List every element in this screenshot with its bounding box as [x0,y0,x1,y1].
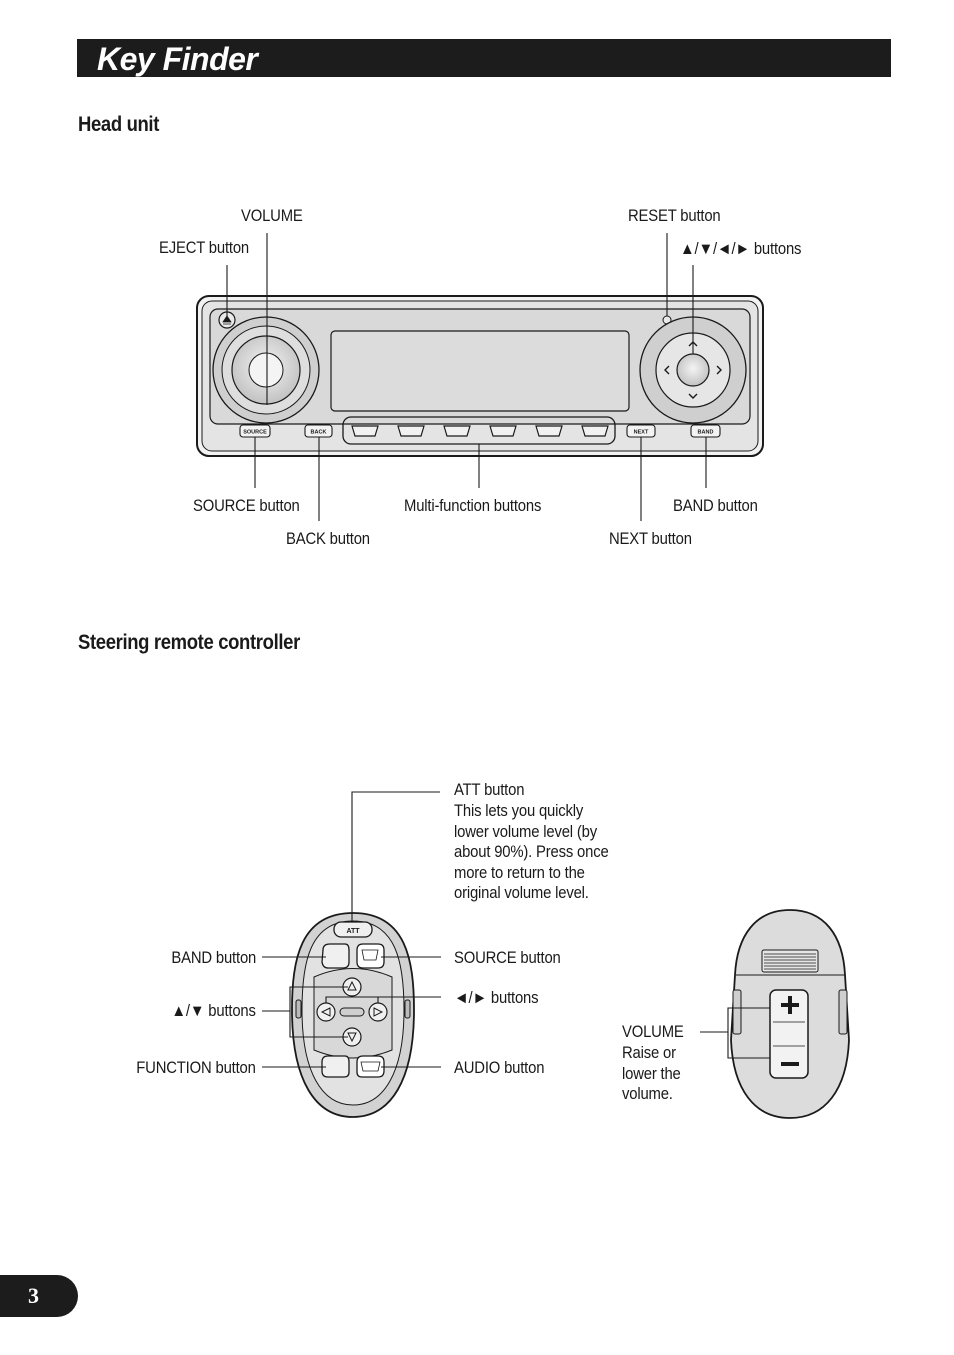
remote-down-button[interactable] [342,1027,362,1047]
remote-left-button[interactable] [316,1002,336,1022]
head-unit-illustration [196,295,764,457]
page-title: Key Finder [97,41,258,77]
multi-function-label: Multi-function buttons [404,497,542,515]
remote-audio-key[interactable] [356,1055,385,1078]
att-key-text: ATT [346,928,360,935]
att-key[interactable] [333,921,373,938]
next-label: NEXT button [609,530,692,548]
page-number-tab: 3 [0,1275,78,1317]
volume-label: VOLUME [241,207,303,225]
remote-leader-lines [262,791,441,1068]
band-label: BAND button [673,497,758,515]
arrows-label: ▲/▼/◄/► buttons [680,240,802,258]
back-key-text: BACK [311,430,327,436]
remote-volume-unit [700,909,850,1119]
band-key-text: BAND [698,430,714,436]
remote-source-key[interactable] [356,943,385,969]
volume-knob[interactable] [212,316,320,424]
head-unit-heading: Head unit [78,113,160,136]
volume-rocker[interactable] [769,989,809,1079]
page-title-bar: Key Finder [77,39,891,77]
leftright-label: ◄/► buttons [454,989,539,1007]
remote-function-key[interactable] [321,1055,350,1078]
updown-label: ▲/▼ buttons [171,1002,257,1020]
back-label: BACK button [286,530,370,548]
eject-button[interactable] [218,311,236,329]
page-number: 3 [28,1283,39,1308]
remote-volume-description: Raise or lower the volume. [622,1044,681,1104]
remote-heading: Steering remote controller [78,631,300,654]
multi-function-buttons[interactable] [351,425,609,437]
remote-band-key[interactable] [321,943,350,969]
reset-label: RESET button [628,207,721,225]
head-unit-leader-lines [226,233,707,521]
remote-right-button[interactable] [368,1002,388,1022]
att-description: This lets you quickly lower volume level… [454,802,609,903]
audio-label: AUDIO button [454,1059,545,1077]
steering-remote-illustration [291,912,415,1118]
remote-source-label: SOURCE button [454,949,561,967]
remote-band-label: BAND button [171,949,256,967]
function-label: FUNCTION button [136,1059,257,1077]
eject-label: EJECT button [159,239,250,257]
att-label: ATT button [454,781,525,799]
source-label: SOURCE button [193,497,300,515]
remote-volume-label: VOLUME [622,1023,684,1041]
source-key-text: SOURCE [243,430,267,436]
next-key-text: NEXT [634,430,649,436]
